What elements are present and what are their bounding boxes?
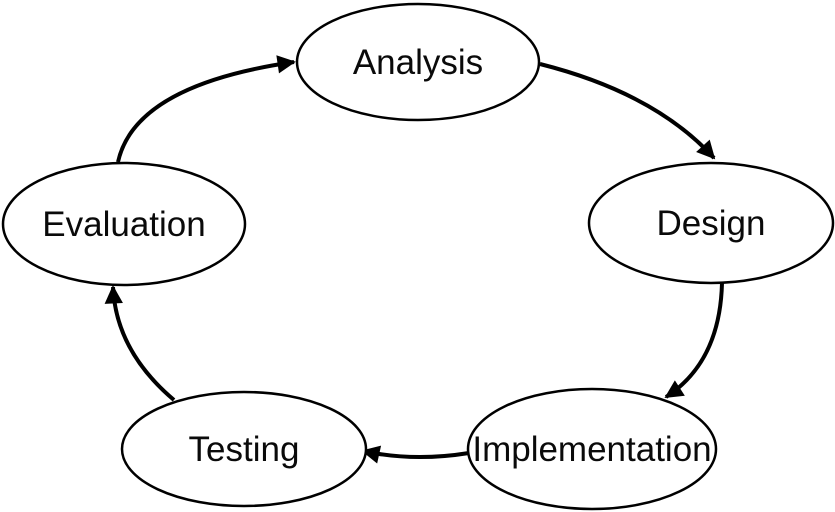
- edge-design-to-implementation-arrow: [664, 282, 724, 399]
- node-design-label: Design: [657, 204, 766, 243]
- node-analysis-label: Analysis: [353, 43, 483, 82]
- node-design-ellipse: [587, 161, 835, 285]
- node-testing: Testing: [120, 390, 368, 508]
- edge-testing-to-evaluation-arrow: [104, 285, 176, 402]
- edge-evaluation-to-analysis-arrow: [116, 55, 296, 163]
- node-implementation-label: Implementation: [472, 430, 711, 469]
- node-evaluation-label: Evaluation: [42, 205, 205, 244]
- node-testing-label: Testing: [189, 430, 300, 469]
- node-analysis: Analysis: [295, 2, 541, 122]
- node-implementation: Implementation: [466, 387, 718, 511]
- node-evaluation: Evaluation: [1, 161, 247, 287]
- node-analysis-ellipse: [295, 2, 541, 122]
- node-design: Design: [587, 161, 835, 285]
- edge-implementation-to-testing-arrow: [361, 445, 470, 464]
- node-evaluation-ellipse: [1, 161, 247, 287]
- node-testing-ellipse: [120, 390, 368, 508]
- node-implementation-ellipse: [466, 387, 718, 511]
- edge-analysis-to-design-arrow: [539, 62, 716, 160]
